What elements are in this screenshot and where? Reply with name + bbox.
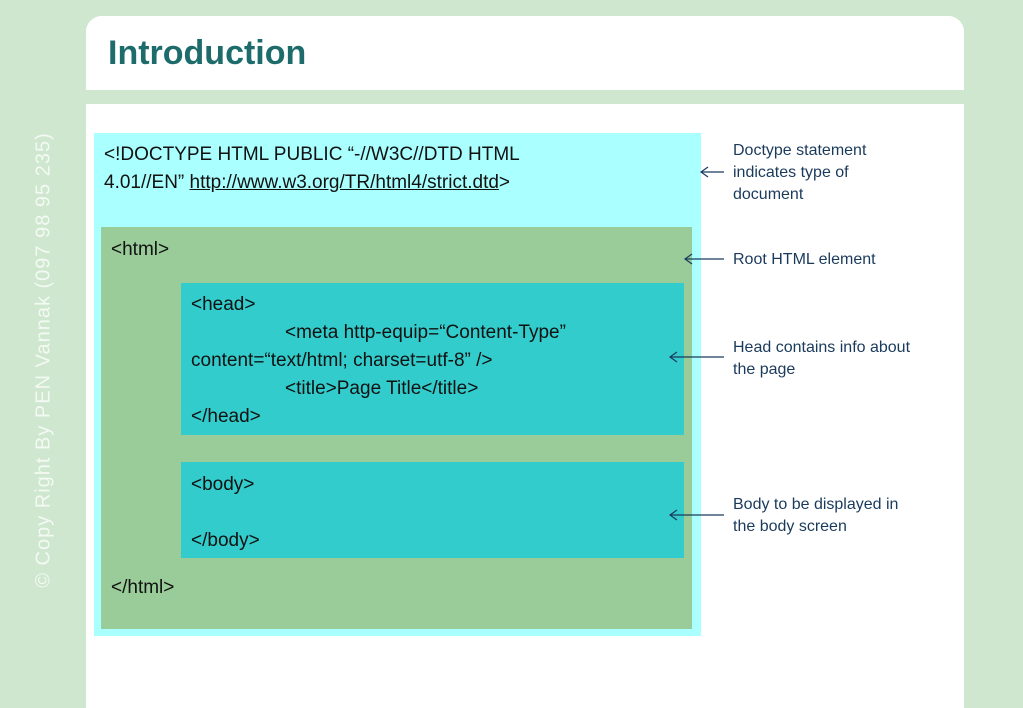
- title-tag-line: <title>Page Title</title>: [285, 378, 479, 399]
- doctype-line-2: 4.01//EN” http://www.w3.org/TR/html4/str…: [104, 169, 510, 197]
- doctype-line-1: <!DOCTYPE HTML PUBLIC “-//W3C//DTD HTML: [104, 144, 520, 165]
- doctype-annotation: Doctype statement indicates type of docu…: [733, 140, 866, 206]
- body-open-tag: <body>: [191, 474, 255, 495]
- doctype-annotation-line: Doctype statement: [733, 142, 867, 159]
- title-band: Introduction: [86, 16, 964, 90]
- body-annotation: Body to be displayed in the body screen: [733, 494, 898, 538]
- head-close-tag: </head>: [191, 406, 261, 427]
- title-rule: [86, 90, 964, 104]
- head-arrow-icon: [668, 351, 724, 363]
- doctype-line-2-prefix: 4.01//EN”: [104, 172, 190, 193]
- doctype-arrow-icon: [699, 166, 724, 178]
- body-annotation-line: Body to be displayed in: [733, 496, 899, 513]
- dtd-link[interactable]: http://www.w3.org/TR/html4/strict.dtd: [189, 172, 499, 193]
- html-open-tag: <html>: [111, 239, 170, 260]
- doctype-annotation-line: document: [733, 186, 804, 203]
- meta-line-2: content=“text/html; charset=utf-8” />: [191, 350, 493, 371]
- meta-line-1: <meta http-equip=“Content-Type”: [285, 322, 566, 343]
- root-arrow-icon: [683, 253, 724, 265]
- body-arrow-icon: [668, 509, 724, 521]
- root-annotation-line: Root HTML element: [733, 251, 876, 268]
- body-element-box: [181, 462, 684, 558]
- arrow-group: [668, 166, 724, 521]
- head-annotation: Head contains info about the page: [733, 337, 910, 381]
- body-annotation-line: the body screen: [733, 518, 847, 535]
- html-close-tag: </html>: [111, 577, 175, 598]
- body-close-tag: </body>: [191, 530, 260, 551]
- head-open-tag: <head>: [191, 294, 256, 315]
- doctype-line-2-suffix: >: [498, 172, 511, 193]
- slide-title: Introduction: [108, 34, 307, 72]
- root-annotation: Root HTML element: [733, 249, 876, 271]
- head-element-box: [181, 283, 684, 435]
- head-annotation-line: Head contains info about: [733, 339, 911, 356]
- head-annotation-line: the page: [733, 361, 796, 378]
- doctype-annotation-line: indicates type of: [733, 164, 849, 181]
